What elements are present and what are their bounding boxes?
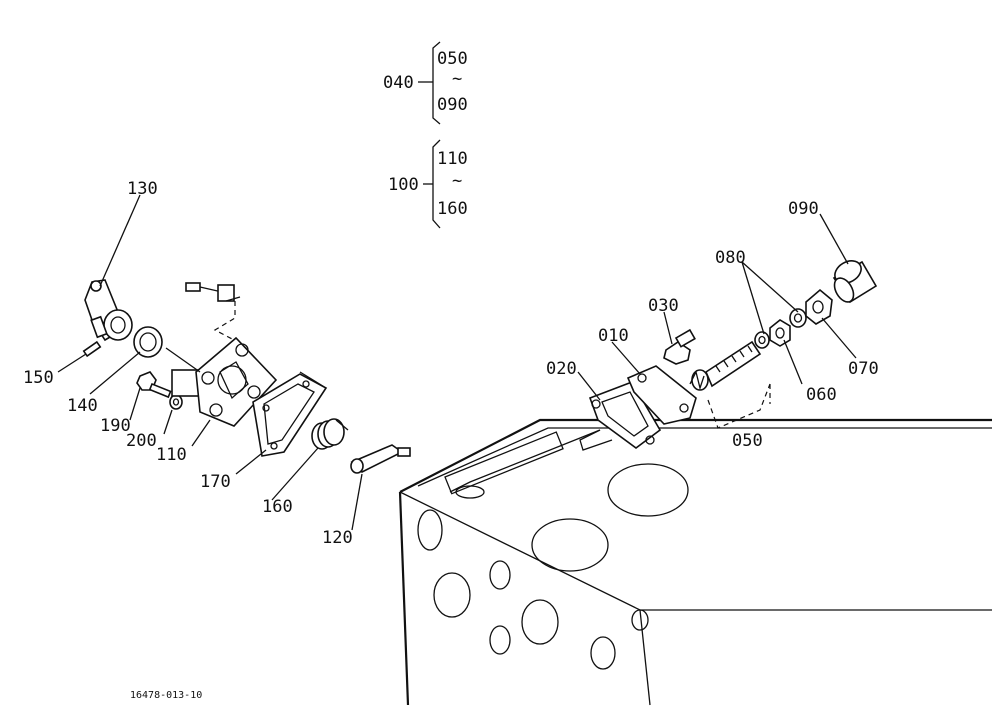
callout-010: 010 — [598, 326, 629, 346]
callout-160: 160 — [262, 497, 293, 517]
adjuster-050 — [689, 340, 762, 391]
washer-200 — [169, 394, 183, 410]
group-040-tilde: ~ — [452, 69, 462, 89]
callout-060: 060 — [806, 385, 837, 405]
shaft-120 — [350, 444, 411, 474]
callout-080: 080 — [715, 248, 746, 268]
cap-090 — [832, 260, 878, 304]
dashed-bracket-050 — [707, 383, 771, 429]
group-100-bracket: 100 110 ~ 160 — [388, 139, 468, 229]
group-040-label: 040 — [383, 73, 414, 93]
leader-lines — [57, 194, 857, 531]
group-100-tilde: ~ — [452, 171, 462, 191]
callout-130: 130 — [127, 179, 158, 199]
group-100-range-end: 160 — [437, 199, 468, 219]
engine-block — [398, 418, 992, 706]
callout-050: 050 — [732, 431, 763, 451]
collar-140 — [133, 326, 163, 358]
group-100-label: 100 — [388, 175, 419, 195]
callout-070: 070 — [848, 359, 879, 379]
callout-140: 140 — [67, 396, 98, 416]
callout-030: 030 — [648, 296, 679, 316]
callout-170: 170 — [200, 472, 231, 492]
bolt-190 — [136, 371, 172, 399]
callout-090: 090 — [788, 199, 819, 219]
housing-110 — [171, 336, 278, 427]
callout-200: 200 — [126, 431, 157, 451]
callout-150: 150 — [23, 368, 54, 388]
gasket-020 — [588, 381, 662, 449]
callout-110: 110 — [156, 445, 187, 465]
nut-070 — [805, 288, 833, 325]
group-040-bracket: 040 050 ~ 090 — [383, 41, 468, 125]
group-040-range-start: 050 — [437, 49, 468, 69]
drawing-code: 16478-013-10 — [130, 690, 202, 701]
nut-060 — [769, 319, 791, 347]
gasket-170 — [252, 373, 328, 457]
group-100-range-start: 110 — [437, 149, 468, 169]
callout-120: 120 — [322, 528, 353, 548]
plate-010 — [626, 365, 697, 425]
group-040-range-end: 090 — [437, 95, 468, 115]
bolt-030 — [663, 328, 696, 365]
callout-020: 020 — [546, 359, 577, 379]
pin-150 — [82, 340, 102, 358]
washer-080b — [789, 308, 807, 328]
lever-130 — [84, 279, 133, 342]
callout-190: 190 — [100, 416, 131, 436]
small-screw-assembly — [185, 282, 241, 341]
washer-080a — [754, 331, 770, 349]
spring-160 — [311, 418, 349, 450]
